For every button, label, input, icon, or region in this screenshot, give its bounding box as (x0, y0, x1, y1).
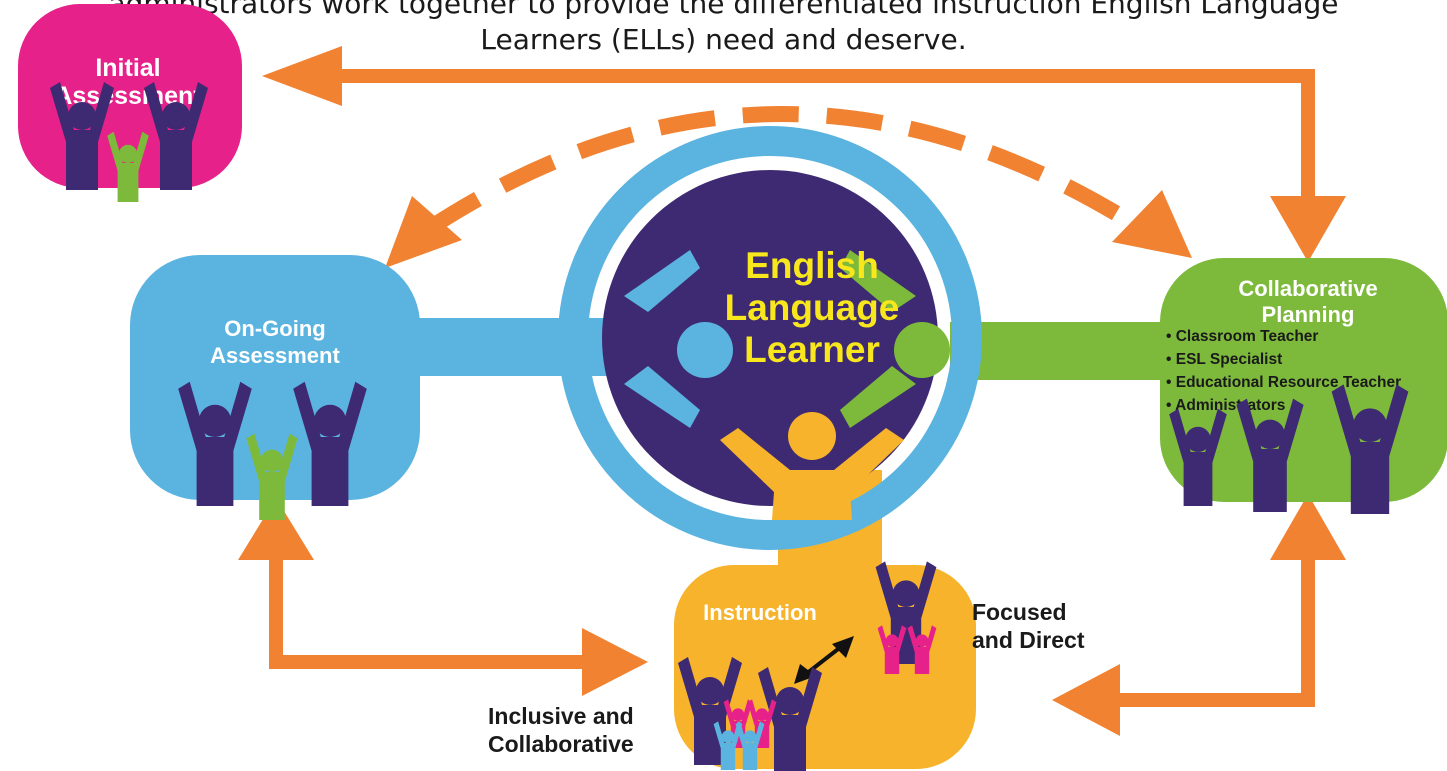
planning-list-item: • Educational Resource Teacher (1166, 374, 1401, 391)
inclusive-label-1: Inclusive and (488, 703, 634, 729)
focused-label-1: Focused (972, 599, 1067, 625)
collaborative-planning-label-1: Collaborative (1238, 276, 1377, 301)
left-loop-arrow (238, 498, 648, 696)
focused-label-2: and Direct (972, 627, 1085, 653)
english-language-learner-node: English Language Learner (558, 126, 982, 550)
collaborative-planning-label-2: Planning (1262, 302, 1355, 327)
initial-assessment-node: Initial Assessment (18, 4, 242, 202)
green-connector-bar (950, 322, 1190, 380)
dashed-arc-arrow (385, 106, 1192, 268)
intro-text: administrators work together to provide … (0, 0, 1447, 58)
planning-list-item: • Administrators (1166, 397, 1285, 414)
planning-list-item: • ESL Specialist (1166, 351, 1282, 368)
center-label-3: Learner (744, 329, 880, 370)
intro-line-1: administrators work together to provide … (108, 0, 1339, 20)
intro-line-2: Learners (ELLs) need and deserve. (480, 23, 967, 56)
instruction-label: Instruction (703, 600, 817, 625)
center-label-1: English (745, 245, 879, 286)
green-figure (840, 250, 950, 428)
initial-assessment-label-1: Initial (95, 54, 160, 82)
top-loop-arrow (262, 46, 1346, 262)
blue-connector-bar (380, 318, 640, 376)
yellow-figure (720, 412, 904, 520)
ongoing-assessment-label-2: Assessment (210, 343, 340, 368)
instruction-node: Instruction (674, 561, 976, 771)
right-loop-arrow (1052, 494, 1346, 736)
inclusive-label-2: Collaborative (488, 731, 634, 757)
planning-list-item: • Classroom Teacher (1166, 328, 1318, 345)
collaborative-planning-node: Collaborative Planning • Classroom Teach… (1160, 258, 1447, 514)
ongoing-assessment-label-1: On-Going (224, 316, 325, 341)
ongoing-assessment-node: On-Going Assessment (130, 255, 420, 520)
center-label-2: Language (725, 287, 900, 328)
blue-figure (624, 250, 733, 428)
